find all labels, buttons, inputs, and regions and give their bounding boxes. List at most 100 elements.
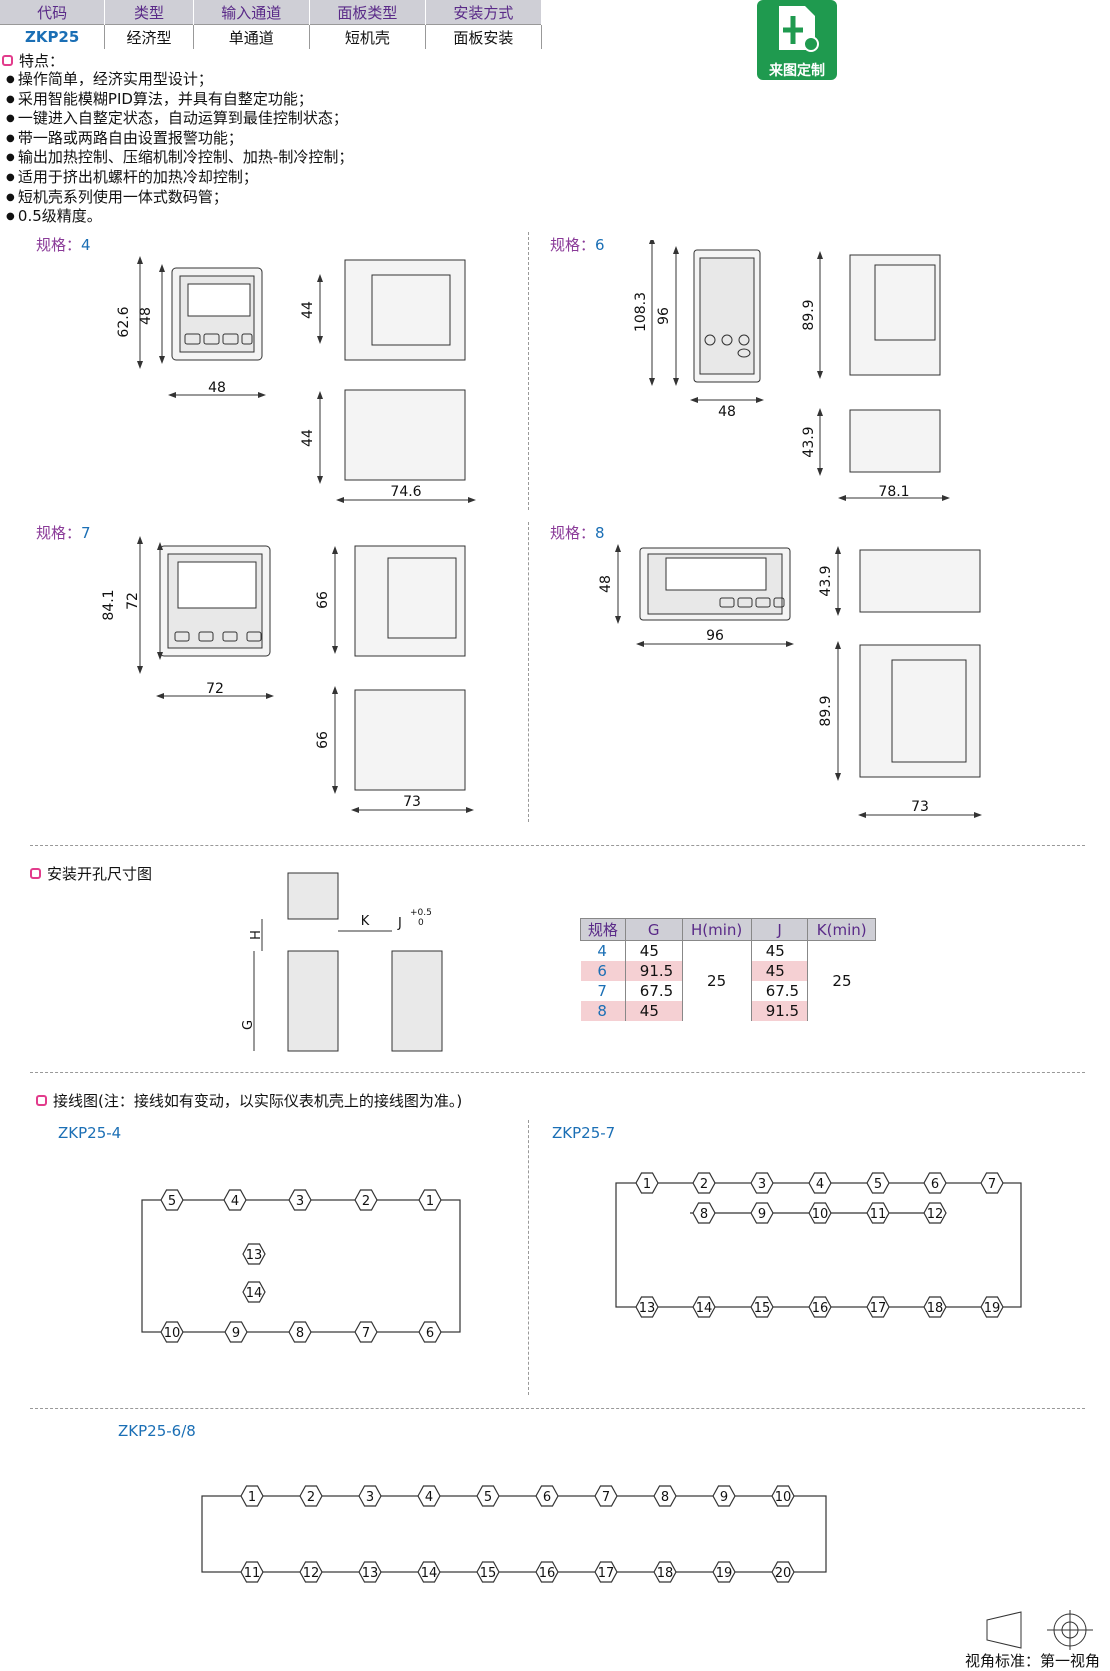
terminal-number: 17 [870, 1301, 887, 1316]
spec-header: 输入通道 [193, 0, 310, 25]
wiring-zkp68-title: ZKP25-6/8 [118, 1422, 196, 1440]
cutout-label-j: J [397, 916, 402, 931]
terminal-number: 3 [366, 1490, 374, 1505]
spec-cell: 单通道 [193, 24, 310, 49]
terminal-node [358, 1561, 382, 1583]
terminal-number: 16 [812, 1301, 829, 1316]
terminal-node [417, 1561, 441, 1583]
cutout-label-h: H [249, 930, 264, 940]
terminal-number: 7 [602, 1490, 610, 1505]
custom-drawing-badge[interactable]: 来图定制 [757, 0, 837, 80]
terminal-number: 6 [543, 1490, 551, 1505]
spec-label-4: 规格：4 [36, 236, 91, 254]
terminal-number: 10 [812, 1207, 829, 1222]
terminal-number: 3 [758, 1177, 766, 1192]
terminal-number: 8 [661, 1490, 669, 1505]
features-title: 特点： [2, 50, 64, 71]
spec-table: 代码 类型 输入通道 面板类型 安装方式 ZKP25 经济型 单通道 短机壳 面… [0, 0, 543, 49]
dim-s6-h2: 96 [656, 307, 672, 325]
terminal-number: 7 [988, 1177, 996, 1192]
terminal-node [771, 1561, 795, 1583]
terminal-node [354, 1189, 378, 1211]
terminal-number: 17 [598, 1566, 615, 1581]
badge-label: 来图定制 [769, 63, 825, 79]
terminal-node [980, 1296, 1004, 1318]
spec-header: 安装方式 [425, 0, 543, 25]
dim-s4-w1: 48 [208, 380, 226, 396]
terminal-node [418, 1189, 442, 1211]
terminal-number: 14 [421, 1566, 438, 1581]
terminal-number: 19 [716, 1566, 733, 1581]
cutout-spec: 4 [580, 940, 626, 961]
cutout-title: 安装开孔尺寸图 [30, 863, 152, 884]
terminal-node [653, 1561, 677, 1583]
terminal-number: 16 [539, 1566, 556, 1581]
terminal-node [980, 1172, 1004, 1194]
dim-s7-h1: 84.1 [101, 589, 117, 620]
terminal-node [808, 1296, 832, 1318]
spec-cell: 经济型 [104, 24, 194, 49]
cutout-j: 91.5 [751, 1001, 809, 1021]
terminal-number: 14 [696, 1301, 713, 1316]
terminal-number: 19 [984, 1301, 1001, 1316]
terminal-node [240, 1485, 264, 1507]
dim-s7-w1: 72 [206, 681, 224, 697]
dim-s7-depth: 73 [403, 794, 421, 810]
dim-s6-side-h: 89.9 [801, 299, 817, 330]
terminal-number: 4 [231, 1194, 239, 1209]
wiring-zkp4-title: ZKP25-4 [58, 1124, 122, 1142]
terminal-node [866, 1296, 890, 1318]
spec-header: 代码 [0, 0, 106, 25]
terminal-node [923, 1202, 947, 1224]
cutout-header: 规格 [580, 918, 626, 941]
terminal-node [594, 1561, 618, 1583]
terminal-node [866, 1172, 890, 1194]
terminal-node [418, 1321, 442, 1343]
cutout-label-k: K [361, 914, 370, 929]
terminal-number: 1 [248, 1490, 256, 1505]
spec-label-8: 规格：8 [550, 524, 605, 542]
dim-s6-h1: 108.3 [633, 292, 649, 332]
wiring-title: 接线图(注：接线如有变动，以实际仪表机壳上的接线图为准。) [36, 1090, 462, 1111]
terminal-node [476, 1485, 500, 1507]
terminal-number: 5 [168, 1194, 176, 1209]
dim-s4-side-h: 44 [300, 301, 316, 319]
terminal-node [635, 1172, 659, 1194]
terminal-number: 9 [758, 1207, 766, 1222]
terminal-number: 1 [426, 1194, 434, 1209]
terminal-node [358, 1485, 382, 1507]
terminal-number: 11 [244, 1566, 261, 1581]
terminal-node [535, 1561, 559, 1583]
terminal-number: 1 [643, 1177, 651, 1192]
terminal-node [223, 1189, 247, 1211]
terminal-node [866, 1202, 890, 1224]
terminal-node [160, 1189, 184, 1211]
terminal-number: 15 [480, 1566, 497, 1581]
projection-symbol-icon [986, 1610, 1093, 1650]
section-marker-icon [30, 868, 41, 879]
cutout-spec: 7 [580, 981, 626, 1001]
feature-item: 短机壳系列使用一体式数码管； [6, 188, 353, 208]
terminal-number: 13 [639, 1301, 656, 1316]
cutout-drawing: H K J +0.5 0 G [241, 872, 443, 1052]
dim-s4-bot-h: 44 [300, 429, 316, 447]
terminal-node [240, 1561, 264, 1583]
terminal-node [635, 1296, 659, 1318]
divider [30, 1408, 1085, 1409]
terminal-number: 5 [484, 1490, 492, 1505]
dim-s7-bot-h: 66 [315, 731, 331, 749]
terminal-node [750, 1296, 774, 1318]
terminal-number: 10 [164, 1326, 181, 1341]
terminal-node [288, 1189, 312, 1211]
cutout-header: J [750, 918, 809, 941]
terminal-number: 14 [246, 1286, 263, 1301]
cutout-g: 45 [625, 940, 683, 961]
terminal-number: 20 [775, 1566, 792, 1581]
terminal-node [692, 1172, 716, 1194]
terminal-node [299, 1485, 323, 1507]
terminal-number: 13 [362, 1566, 379, 1581]
cutout-g: 91.5 [625, 961, 683, 981]
dim-s4-depth: 74.6 [390, 484, 421, 500]
terminal-node [535, 1485, 559, 1507]
